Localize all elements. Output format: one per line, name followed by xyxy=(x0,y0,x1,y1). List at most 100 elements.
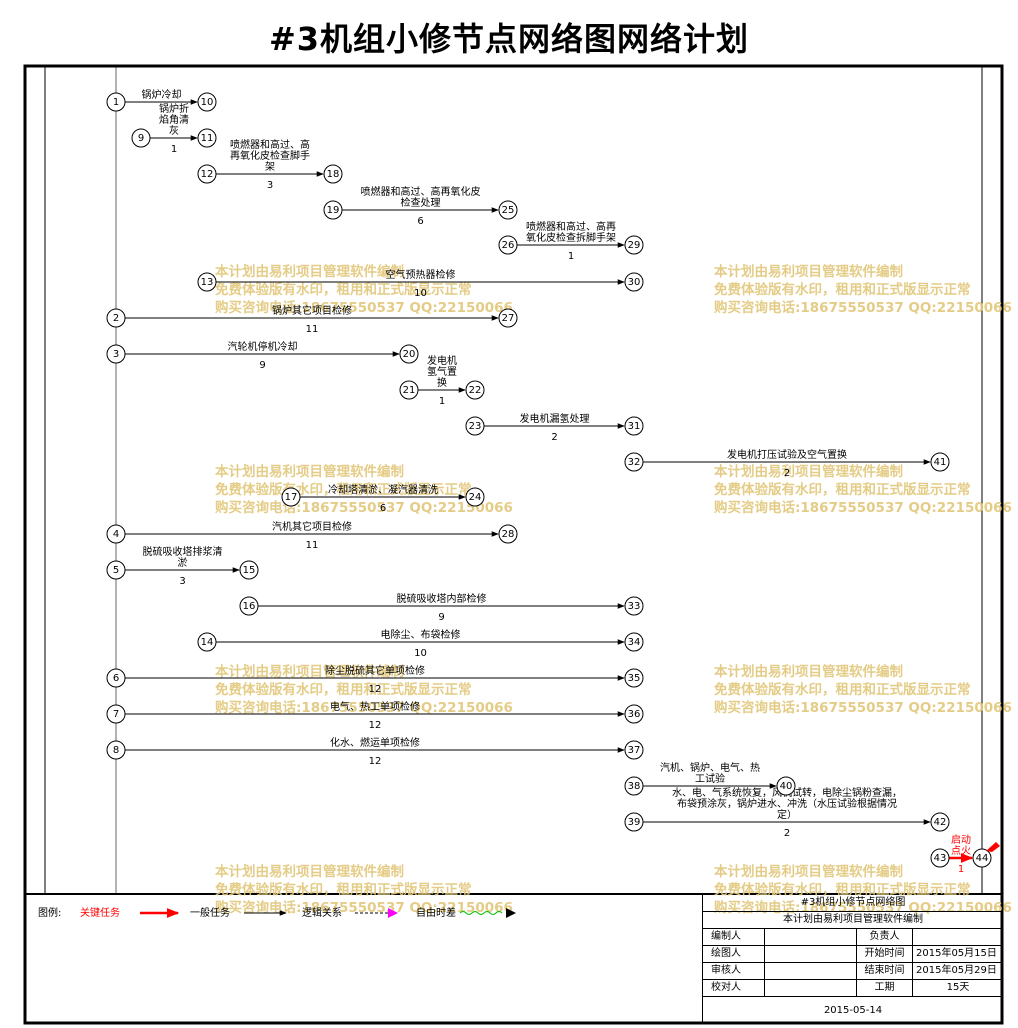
node-circle xyxy=(624,416,644,436)
node-circle xyxy=(197,164,217,184)
event-node: 44 xyxy=(972,848,992,868)
task-label: 淤 xyxy=(178,557,188,569)
node-circle xyxy=(106,740,126,760)
node-id: 39 xyxy=(628,817,641,828)
node-id: 32 xyxy=(628,457,641,468)
node-circle xyxy=(131,128,151,148)
legend-critical-label: 关键任务 xyxy=(80,908,120,919)
task-duration: 9 xyxy=(259,360,265,371)
node-circle xyxy=(465,416,485,436)
node-circle xyxy=(281,487,301,507)
watermark-text: 本计划由易利项目管理软件编制 xyxy=(215,463,404,480)
node-circle xyxy=(399,344,419,364)
event-node: 15 xyxy=(239,560,259,580)
watermark-text: 本计划由易利项目管理软件编制 xyxy=(215,263,404,280)
node-id: 3 xyxy=(113,349,119,360)
event-node: 43 xyxy=(930,848,950,868)
watermark-text: 免费体验版有水印，租用和正式版显示正常 xyxy=(215,481,472,498)
node-circle xyxy=(465,380,485,400)
event-node: 33 xyxy=(624,596,644,616)
node-circle xyxy=(624,452,644,472)
event-node: 9 xyxy=(131,128,151,148)
task-duration: 9 xyxy=(438,612,444,623)
task-label: 汽机、锅炉、电气、热 xyxy=(660,761,760,774)
node-circle xyxy=(624,272,644,292)
event-node: 1 xyxy=(106,92,126,112)
node-circle xyxy=(106,344,126,364)
node-id: 5 xyxy=(113,565,119,576)
event-node: 26 xyxy=(498,235,518,255)
legend-prefix: 图例: xyxy=(38,908,62,919)
drawer-label: 绘图人 xyxy=(703,945,765,962)
node-circle xyxy=(624,235,644,255)
node-circle xyxy=(399,380,419,400)
outer-frame xyxy=(23,64,1004,1025)
node-id: 37 xyxy=(628,745,641,756)
event-node: 29 xyxy=(624,235,644,255)
watermark-text: 免费体验版有水印，租用和正式版显示正常 xyxy=(714,681,971,698)
event-node: 19 xyxy=(323,200,343,220)
title-block-subtitle: 本计划由易利项目管理软件编制 xyxy=(703,911,1003,929)
task-label: 冷却塔清淤、凝汽器清洗 xyxy=(328,483,438,496)
node-circle xyxy=(106,560,126,580)
event-node: 36 xyxy=(624,704,644,724)
title-block-name: #3机组小修节点网络图 xyxy=(703,894,1003,912)
node-id: 27 xyxy=(502,313,515,324)
node-circle xyxy=(197,92,217,112)
duration-value: 15天 xyxy=(946,982,970,993)
node-id: 2 xyxy=(113,313,119,324)
node-id: 33 xyxy=(628,601,641,612)
node-id: 19 xyxy=(327,205,340,216)
task-duration: 12 xyxy=(369,684,382,695)
node-circle xyxy=(624,596,644,616)
title-block-row-reviewer: 审核人 结束时间 2015年05月29日 xyxy=(703,962,1003,980)
event-node: 3 xyxy=(106,344,126,364)
node-id: 41 xyxy=(934,457,947,468)
checker-label: 校对人 xyxy=(703,979,765,996)
event-node: 16 xyxy=(239,596,259,616)
legend-logic-arrowhead xyxy=(388,908,398,918)
task-duration: 1 xyxy=(958,864,964,875)
task-label: 检查处理 xyxy=(401,196,441,209)
event-node: 11 xyxy=(197,128,217,148)
node-id: 8 xyxy=(113,745,119,756)
node-circle xyxy=(106,308,126,328)
node-circle xyxy=(323,164,343,184)
title-block-date: 2015-05-14 xyxy=(823,1005,883,1016)
event-node: 40 xyxy=(776,776,796,796)
node-id: 38 xyxy=(628,781,641,792)
duration-label: 工期 xyxy=(857,979,913,996)
watermark-text: 本计划由易利项目管理软件编制 xyxy=(714,663,903,680)
task-label: 灰 xyxy=(169,124,179,137)
node-id: 16 xyxy=(243,601,256,612)
node-circle xyxy=(624,812,644,832)
node-id: 24 xyxy=(469,492,482,503)
watermark-text: 免费体验版有水印，租用和正式版显示正常 xyxy=(215,281,472,298)
watermark-text: 本计划由易利项目管理软件编制 xyxy=(714,863,903,880)
task-label: 脱硫吸收塔内部检修 xyxy=(397,592,487,605)
watermark-text: 免费体验版有水印，租用和正式版显示正常 xyxy=(714,281,971,298)
node-id: 7 xyxy=(113,709,119,720)
node-id: 23 xyxy=(469,421,482,432)
owner-label: 负责人 xyxy=(857,928,913,945)
task-label: 汽机其它项目检修 xyxy=(272,520,352,533)
event-node: 42 xyxy=(930,812,950,832)
watermark-text: 免费体验版有水印，租用和正式版显示正常 xyxy=(215,681,472,698)
reviewer-value xyxy=(765,962,857,979)
node-id: 11 xyxy=(201,133,214,144)
node-circle xyxy=(106,92,126,112)
event-node: 28 xyxy=(498,524,518,544)
watermark-text: 本计划由易利项目管理软件编制 xyxy=(215,663,404,680)
node-id: 44 xyxy=(976,853,989,864)
event-node: 34 xyxy=(624,632,644,652)
task-label: 发电机漏氢处理 xyxy=(520,412,590,425)
task-label: 锅炉折 xyxy=(159,102,189,115)
node-id: 22 xyxy=(469,385,482,396)
title-block: #3机组小修节点网络图 本计划由易利项目管理软件编制 编制人 负责人 绘图人 开… xyxy=(702,894,1003,1022)
watermark-text: 购买咨询电话:18675550537 QQ:22150066 xyxy=(714,699,1012,716)
event-node: 2 xyxy=(106,308,126,328)
node-id: 35 xyxy=(628,673,641,684)
task-label: 氢气置 xyxy=(427,365,457,378)
task-label: 脱硫吸收塔排浆清 xyxy=(143,545,223,558)
